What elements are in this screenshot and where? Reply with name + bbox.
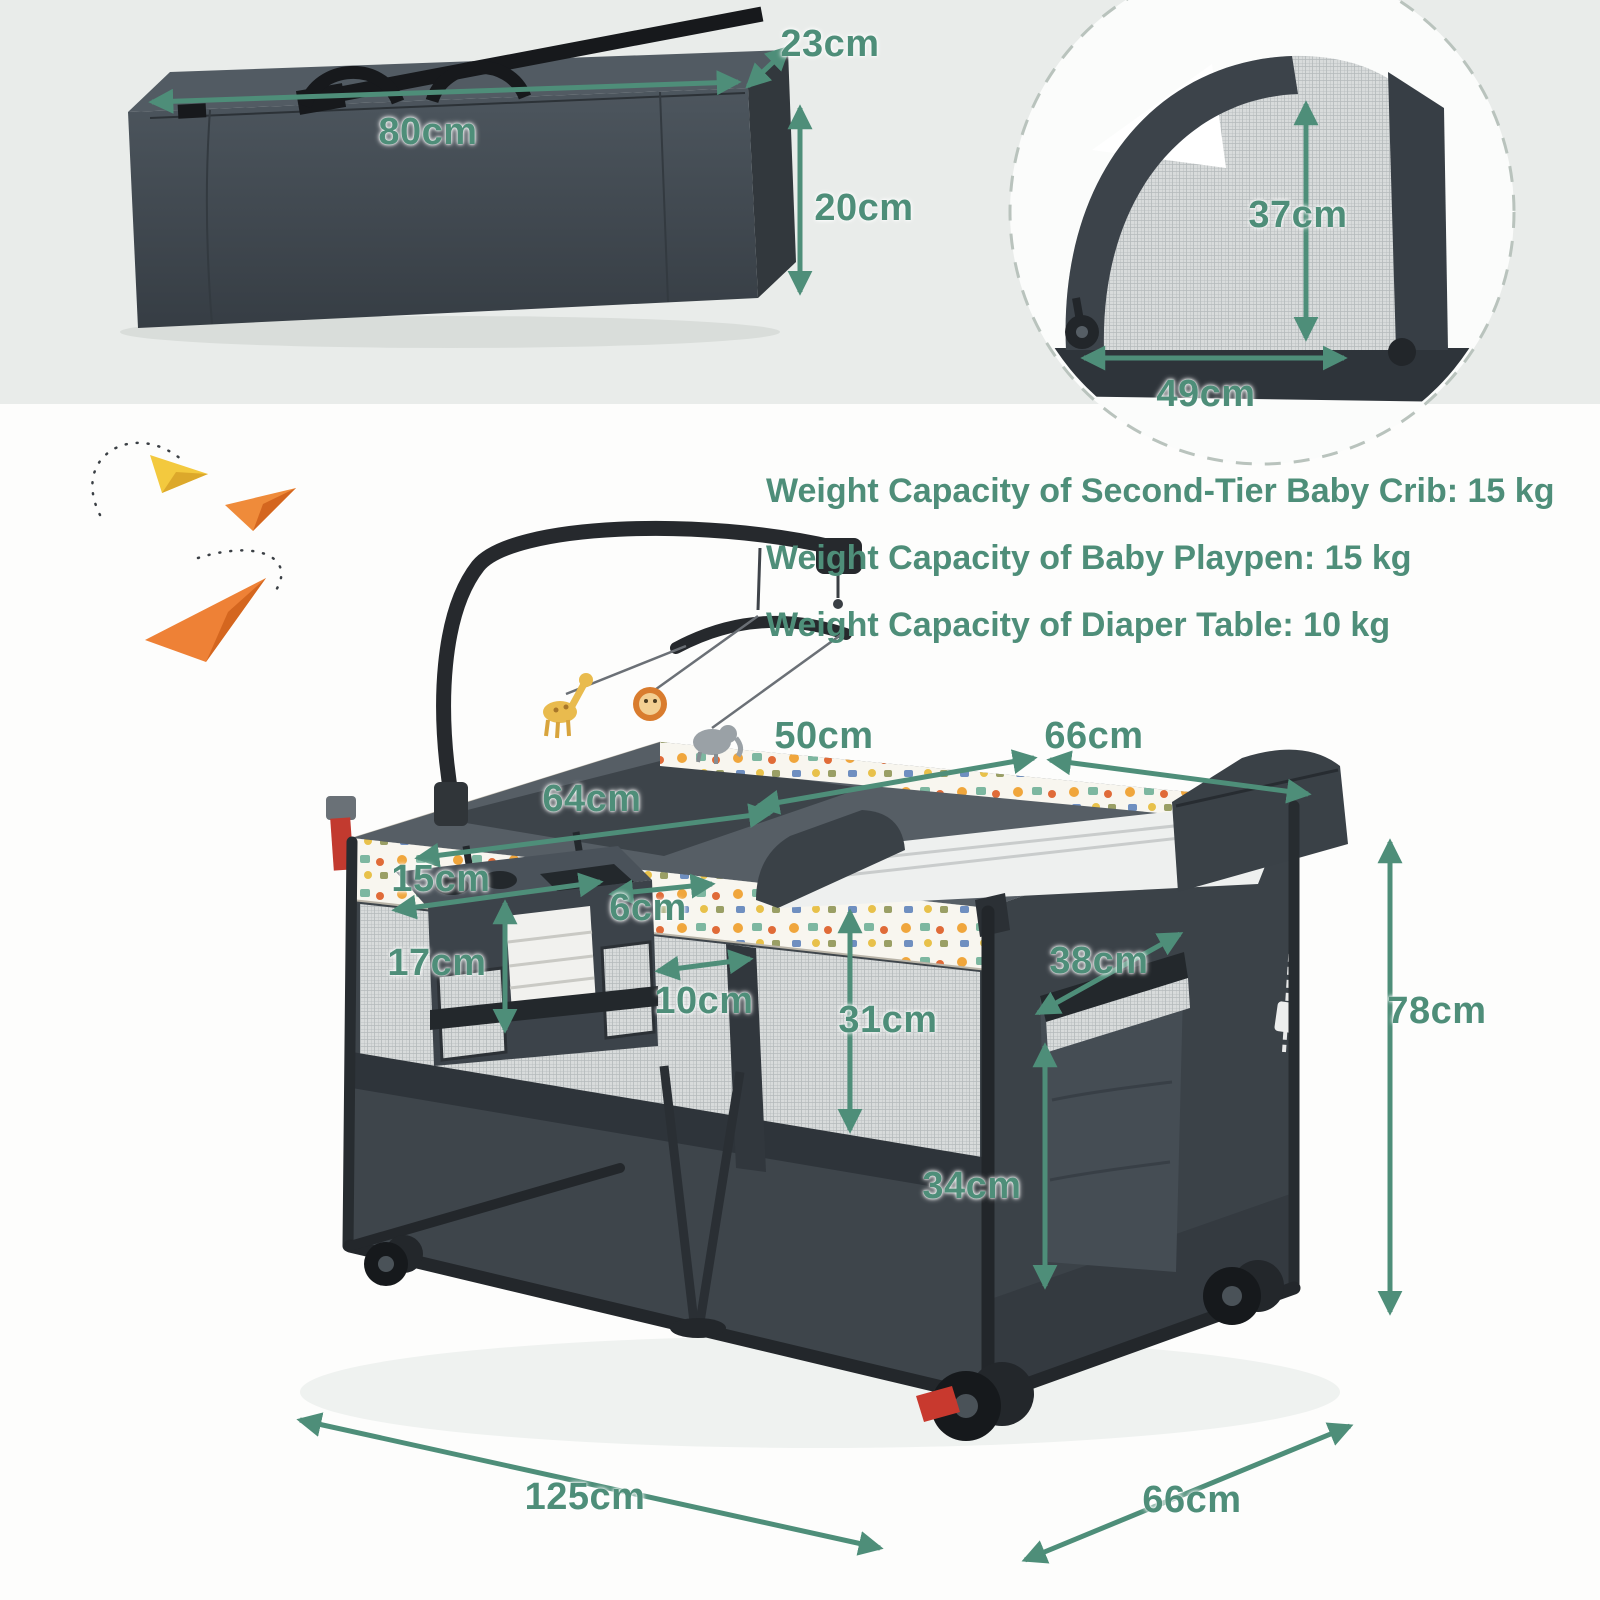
bag-height-dimension: 20cm [814,187,914,229]
mesh-pocket-dimension: 10cm [654,980,754,1022]
playpen-depth-dimension: 31cm [838,999,938,1041]
carry-bag-illustration [120,6,796,348]
storage-height-dimension: 34cm [922,1165,1022,1207]
storage-opening-dimension: 38cm [1049,940,1149,982]
wheel-brake-pedal [916,1386,960,1422]
organizer-height-dimension: 17cm [387,942,487,984]
overall-height-dimension: 78cm [1387,990,1487,1032]
caster-wheel-rear [1203,1260,1284,1325]
caster-wheel-front [916,1362,1034,1441]
organizer-width-dimension: 15cm [391,858,491,900]
paper-plane-orange-large [145,578,266,662]
elephant-toy [693,725,744,764]
inset-width-dimension: 49cm [1156,373,1256,415]
weight-capacity-playpen: Weight Capacity of Baby Playpen: 15 kg [766,539,1412,577]
music-box [816,538,862,574]
changer-front-dimension: 50cm [774,715,874,757]
inset-height-dimension: 37cm [1248,194,1348,236]
dimension-arrows [148,45,1403,1564]
caster-wheel-left [364,1235,423,1286]
weight-capacity-diaper: Weight Capacity of Diaper Table: 10 kg [766,606,1391,644]
diaper-organizer [396,831,658,1066]
bag-width-dimension: 80cm [378,111,478,153]
lion-toy [633,687,667,721]
crib-top-width-dimension: 64cm [542,778,642,820]
bag-depth-dimension: 23cm [780,23,880,65]
organizer-slot-dimension: 6cm [609,887,687,929]
overall-width-dimension: 66cm [1142,1479,1242,1521]
changer-side-dimension: 66cm [1044,715,1144,757]
paper-planes-decoration [91,441,296,662]
overall-length-dimension: 125cm [524,1476,646,1518]
giraffe-toy [543,673,593,739]
weight-capacity-crib: Weight Capacity of Second-Tier Baby Crib… [766,472,1555,510]
frame [342,800,1301,1405]
weight-capacity-list: Weight Capacity of Second-Tier Baby Crib… [766,474,1576,675]
